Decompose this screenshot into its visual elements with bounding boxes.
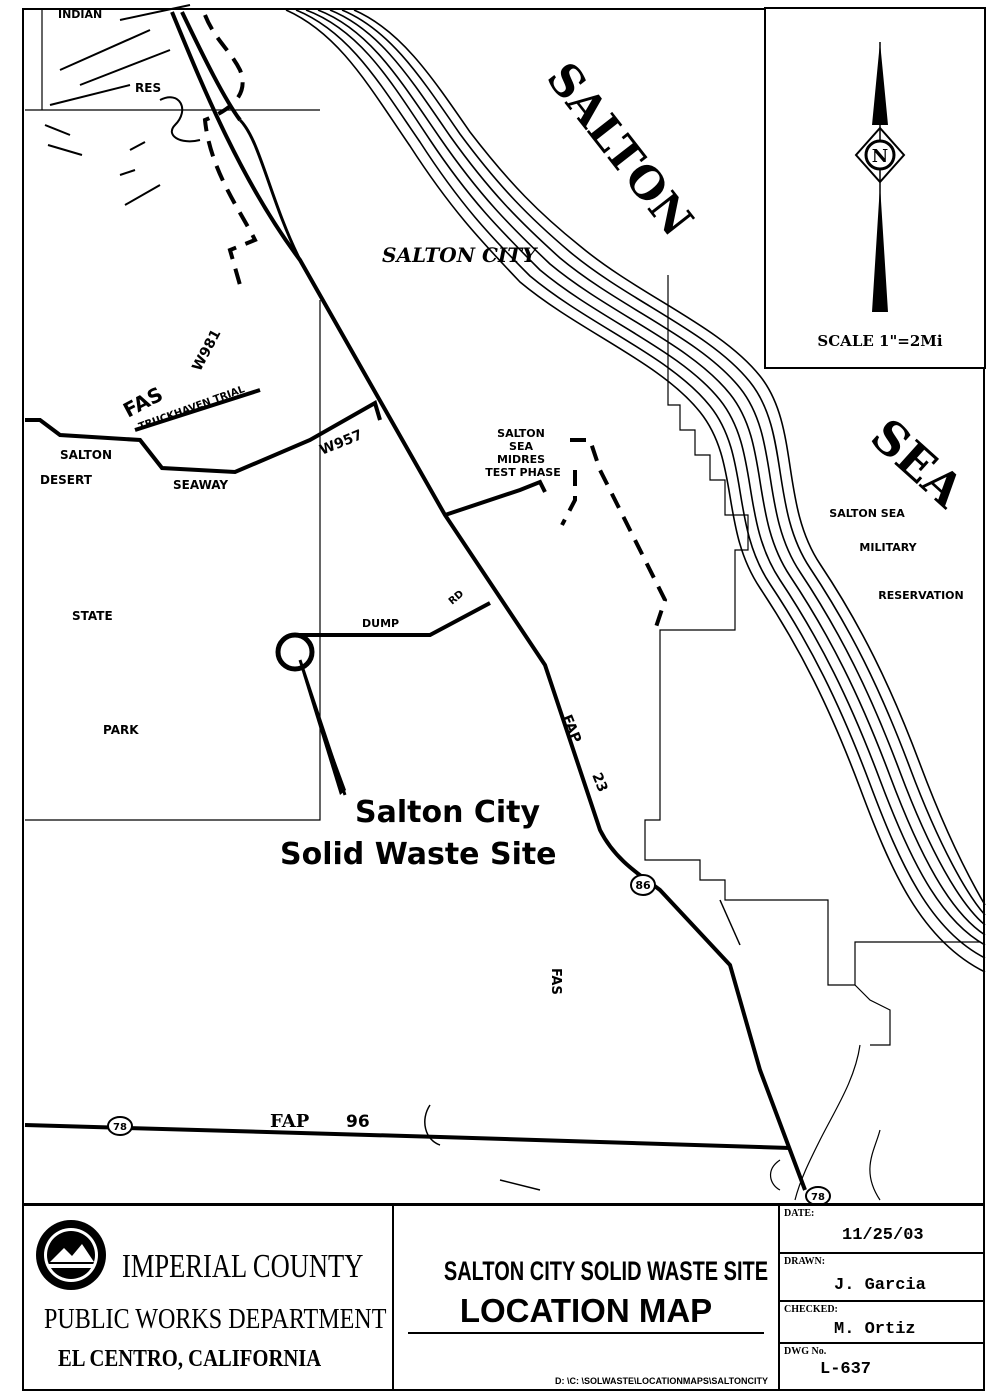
svg-text:SALTON: SALTON xyxy=(60,448,112,462)
dwg-row: DWG No. L-637 xyxy=(780,1344,983,1391)
county-seal-icon xyxy=(36,1220,106,1290)
route-shield-86: 86 xyxy=(630,874,656,896)
date-label: DATE: xyxy=(784,1208,815,1219)
svg-text:78: 78 xyxy=(811,1192,825,1203)
agency-location: EL CENTRO, CALIFORNIA xyxy=(58,1346,322,1372)
compass-rose-icon xyxy=(854,126,906,184)
svg-text:MILITARY: MILITARY xyxy=(859,541,917,554)
checked-row: CHECKED: M. Ortiz xyxy=(780,1302,983,1344)
terrain-marks xyxy=(44,4,201,206)
svg-text:SALTON CITY: SALTON CITY xyxy=(382,243,538,267)
svg-text:DESERT: DESERT xyxy=(40,473,93,487)
svg-text:W981: W981 xyxy=(189,327,224,374)
date-value: 11/25/03 xyxy=(842,1226,924,1245)
drawing-info-panel: DATE: 11/25/03 DRAWN: J. Garcia CHECKED:… xyxy=(780,1206,983,1391)
waste-site-leader-icon xyxy=(300,665,346,795)
checked-label: CHECKED: xyxy=(784,1304,838,1315)
agency-panel: IMPERIAL COUNTY PUBLIC WORKS DEPARTMENT … xyxy=(22,1206,394,1391)
drawing-subtitle: LOCATION MAP xyxy=(459,1292,713,1329)
svg-text:SEA: SEA xyxy=(861,408,975,519)
local-roads xyxy=(24,118,791,1150)
scale-label: SCALE 1"=2Mi xyxy=(817,332,942,350)
svg-text:96: 96 xyxy=(346,1112,370,1132)
svg-text:78: 78 xyxy=(113,1122,127,1133)
salton-sea-shoreline xyxy=(285,9,986,973)
checked-value: M. Ortiz xyxy=(834,1320,916,1339)
minor-lines xyxy=(424,899,741,1191)
svg-text:INDIAN: INDIAN xyxy=(58,8,102,21)
agency-department: PUBLIC WORKS DEPARTMENT xyxy=(44,1304,387,1335)
svg-text:STATE: STATE xyxy=(72,609,113,623)
land-boundaries xyxy=(25,10,980,1201)
waste-site-marker[interactable] xyxy=(275,632,315,672)
svg-text:SEAWAY: SEAWAY xyxy=(173,478,228,492)
svg-text:DUMP: DUMP xyxy=(362,617,399,630)
svg-text:SALTON: SALTON xyxy=(536,53,702,246)
svg-text:RES: RES xyxy=(135,81,161,95)
north-arrow-icon xyxy=(872,42,888,312)
svg-text:SALTON SEA: SALTON SEA xyxy=(829,507,905,520)
svg-text:N: N xyxy=(872,146,888,167)
svg-text:SALTON: SALTON xyxy=(497,427,545,440)
svg-text:SEA: SEA xyxy=(509,440,533,453)
svg-text:FAP: FAP xyxy=(270,1111,310,1132)
highway-fap-23 xyxy=(170,11,807,1191)
drawn-row: DRAWN: J. Garcia xyxy=(780,1254,983,1302)
drawing-title-panel: SALTON CITY SOLID WASTE SITE LOCATION MA… xyxy=(394,1206,780,1391)
title-block: IMPERIAL COUNTY PUBLIC WORKS DEPARTMENT … xyxy=(22,1203,985,1391)
map-sheet-border xyxy=(22,8,985,1391)
svg-text:FAP: FAP xyxy=(558,713,584,746)
svg-text:86: 86 xyxy=(635,879,651,892)
title-divider xyxy=(408,1332,764,1334)
site-label-line-1: Salton City xyxy=(355,795,541,830)
svg-text:TEST PHASE: TEST PHASE xyxy=(485,466,561,479)
svg-text:23: 23 xyxy=(588,771,610,795)
site-label-line-2: Solid Waste Site xyxy=(280,837,557,872)
dwg-label: DWG No. xyxy=(784,1346,827,1357)
svg-text:PARK: PARK xyxy=(103,723,139,737)
dashed-routes xyxy=(202,14,668,631)
date-row: DATE: 11/25/03 xyxy=(780,1206,983,1254)
file-path: D: \C: \SOLWASTE\LOCATIONMAPS\SALTONCITY xyxy=(555,1376,768,1386)
north-arrow-box: N SCALE 1"=2Mi xyxy=(764,7,986,369)
svg-text:MIDRES: MIDRES xyxy=(497,453,545,466)
svg-text:RD: RD xyxy=(447,589,466,608)
route-shield-78-west: 78 xyxy=(107,1116,133,1136)
svg-text:RESERVATION: RESERVATION xyxy=(878,589,963,602)
dwg-value: L-637 xyxy=(820,1360,872,1379)
drawing-title: SALTON CITY SOLID WASTE SITE xyxy=(443,1256,769,1286)
agency-name: IMPERIAL COUNTY xyxy=(122,1248,364,1285)
svg-text:FAS: FAS xyxy=(548,968,563,995)
drawn-value: J. Garcia xyxy=(834,1276,926,1295)
drawn-label: DRAWN: xyxy=(784,1256,826,1267)
